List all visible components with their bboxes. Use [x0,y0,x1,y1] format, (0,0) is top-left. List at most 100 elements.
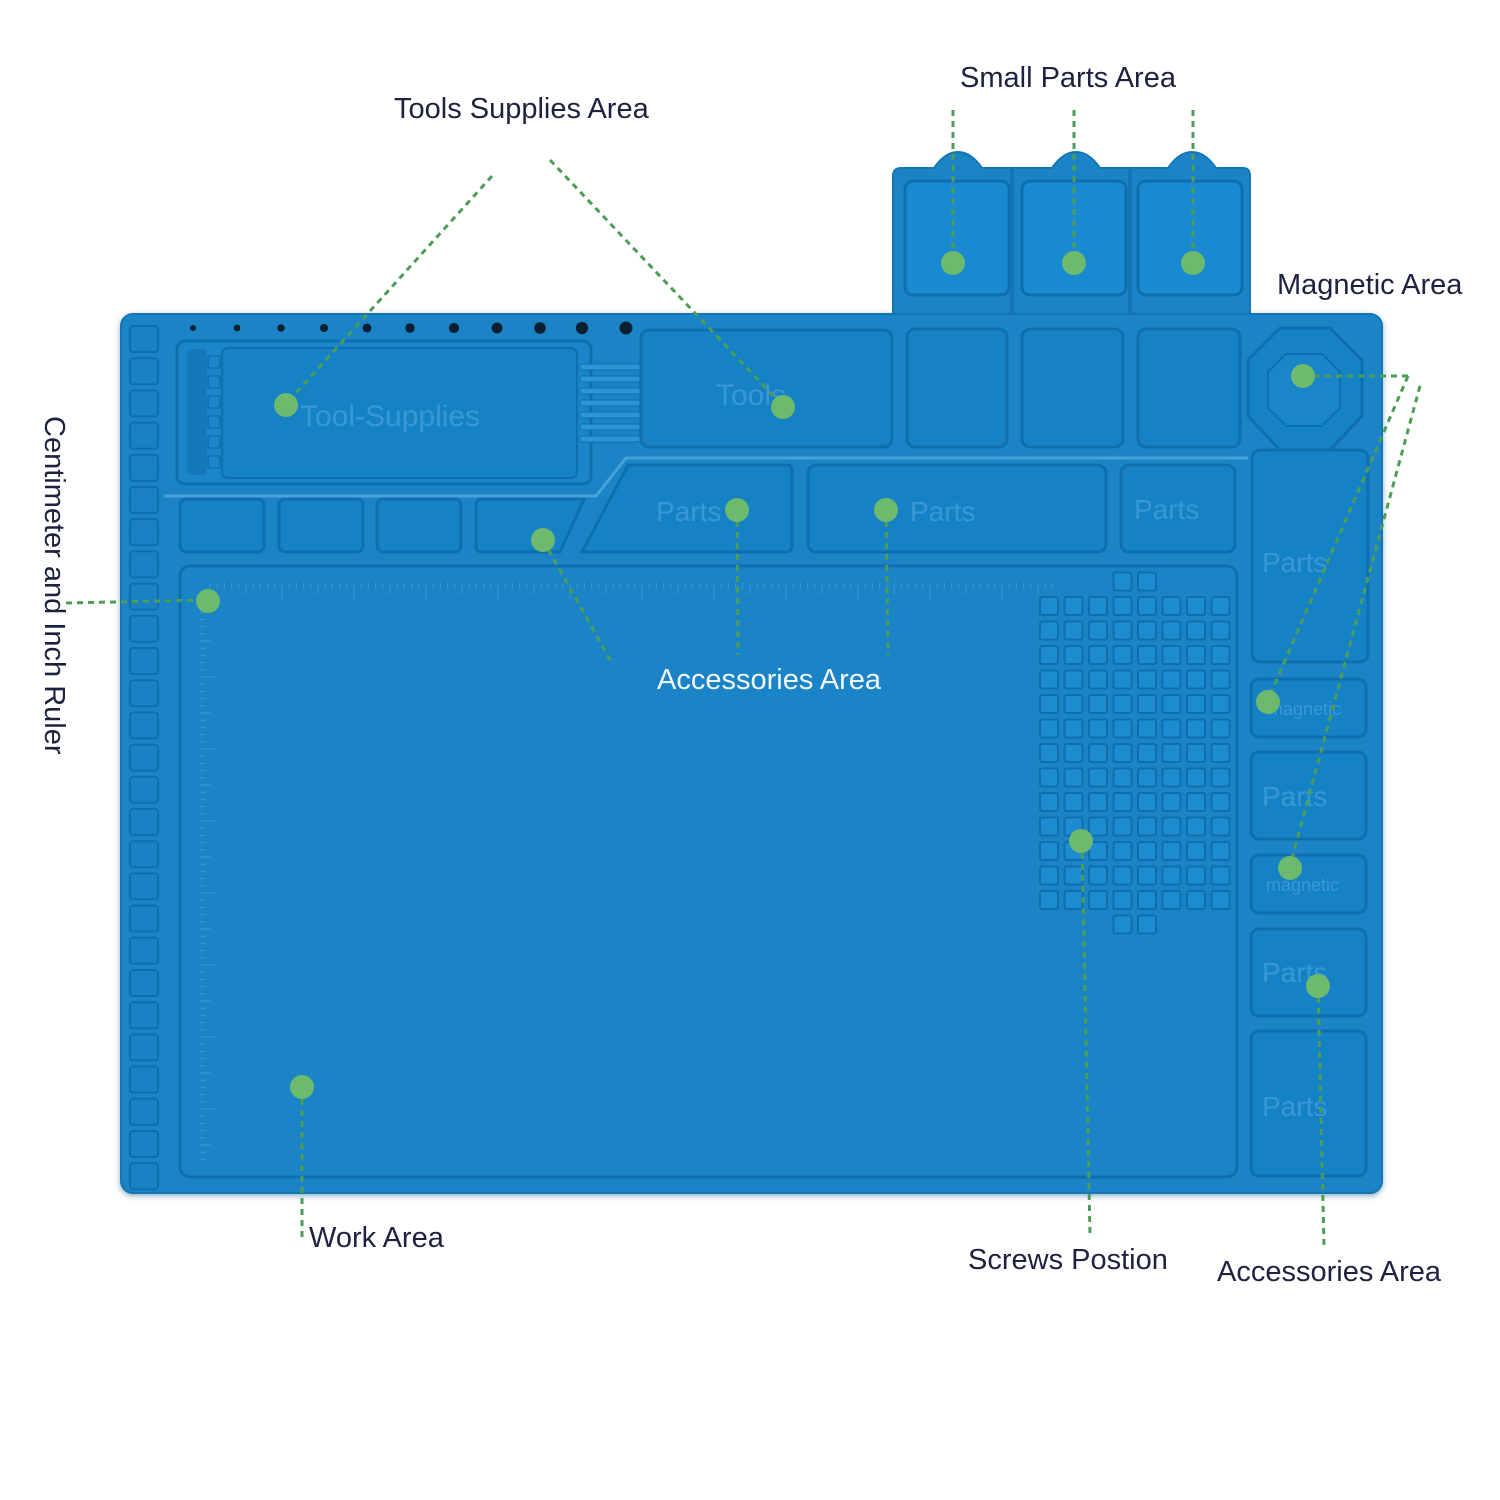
label-tools-supplies: Tools Supplies Area [394,93,649,125]
screw-cell [1137,914,1157,935]
screw-cell [1210,718,1231,739]
tool-hole [491,322,503,334]
ruler-cell [129,518,159,547]
label-small-parts: Small Parts Area [960,62,1176,94]
marker-acc-2 [725,498,749,522]
screw-cell [1137,865,1157,886]
screw-cell [1039,816,1059,837]
screw-cell [1063,620,1084,641]
screw-cell [1161,890,1182,910]
ruler-cell [129,808,159,836]
ruler-cell [129,679,159,708]
leader-acc-2 [735,509,740,656]
screw-cell [1210,890,1231,910]
tool-hole [277,324,285,332]
groove-stripe [579,411,641,419]
ruler-strip [129,325,159,1191]
screw-cell [1186,596,1206,616]
label-work: Work Area [309,1222,444,1254]
screw-cell [1039,694,1059,714]
leader-magnetic-2 [1266,375,1410,701]
tool-hole [233,324,241,332]
leader-tools-2 [548,158,785,408]
screw-cell [1063,767,1084,788]
ruler-cell [129,357,159,386]
screw-cell [1039,865,1059,886]
ruler-cell [129,1065,159,1094]
leader-ruler [65,598,209,605]
screw-cell [1088,841,1108,861]
embossed-parts-2: Parts [910,496,975,527]
screw-cell [1161,718,1182,739]
screw-cell [1039,890,1059,910]
screw-cell [1088,792,1108,812]
work-ruler [200,583,1053,1160]
screw-cell [1112,645,1133,665]
ruler-cell [129,550,159,579]
groove-stripe [579,399,641,407]
screw-cell [1063,669,1084,690]
screw-cell [1039,620,1059,641]
screw-cell [1210,816,1231,837]
ruler-cell [129,1097,159,1126]
screw-cell [1088,645,1108,665]
screw-cell [1112,743,1133,763]
marker-small-2 [1062,251,1086,275]
embossed-parts-7: Parts [1262,1091,1327,1122]
embossed-parts-4: Parts [1262,547,1327,578]
tool-hole [405,323,415,333]
screw-cell [1137,743,1157,763]
embossed-parts-5: Parts [1262,781,1327,812]
groove-stripe [579,435,641,443]
screw-cell [1112,669,1133,690]
label-ruler: Centimeter and Inch Ruler [38,416,70,755]
work-area [178,564,1239,1179]
screw-cell [1112,718,1133,739]
screw-cell [1210,669,1231,690]
compartment-c [1136,327,1242,449]
marker-acc-3 [874,498,898,522]
screw-cell [1137,669,1157,690]
tool-supplies-compartment: Tool-Supplies [175,339,641,486]
screw-cell [1210,743,1231,763]
marker-small-1 [941,251,965,275]
screw-cell [1112,865,1133,886]
tool-slot [207,415,221,429]
tool-slot [207,435,221,449]
screw-cell [1186,767,1206,788]
screw-cell [1186,743,1206,763]
ruler-cell [129,969,159,997]
screw-cell [1186,669,1206,690]
screw-cell [1137,792,1157,812]
marker-screws [1069,829,1093,853]
screw-cell [1161,865,1182,886]
screw-cell [1161,620,1182,641]
ruler-cell [129,775,159,804]
screw-cell [1161,645,1182,665]
ruler-cell [129,936,159,965]
ruler-cell [129,486,159,514]
screw-cell [1063,718,1084,739]
screw-cell [1137,571,1157,592]
label-magnetic: Magnetic Area [1277,269,1463,301]
accessories-row: Parts Parts Parts [178,463,1237,554]
ruler-cell [129,711,159,740]
right-column: Parts magnetic Parts magnetic Parts Part… [1246,326,1370,1178]
marker-acc-1 [531,528,555,552]
marker-ruler [196,589,220,613]
tool-slot [207,355,221,369]
marker-magnetic-3 [1278,856,1302,880]
screw-cell [1137,890,1157,910]
screw-cell [1137,620,1157,641]
leader-magnetic-3 [1288,385,1422,867]
label-screws: Screws Postion [968,1244,1168,1276]
screw-cell [1210,694,1231,714]
screw-cell [1063,596,1084,616]
groove-stripe [579,375,641,383]
screw-cell [1112,694,1133,714]
leader-tools-1 [284,174,494,406]
ruler-cell [129,582,159,611]
marker-magnetic-2 [1256,690,1280,714]
groove-stripe [579,387,641,395]
